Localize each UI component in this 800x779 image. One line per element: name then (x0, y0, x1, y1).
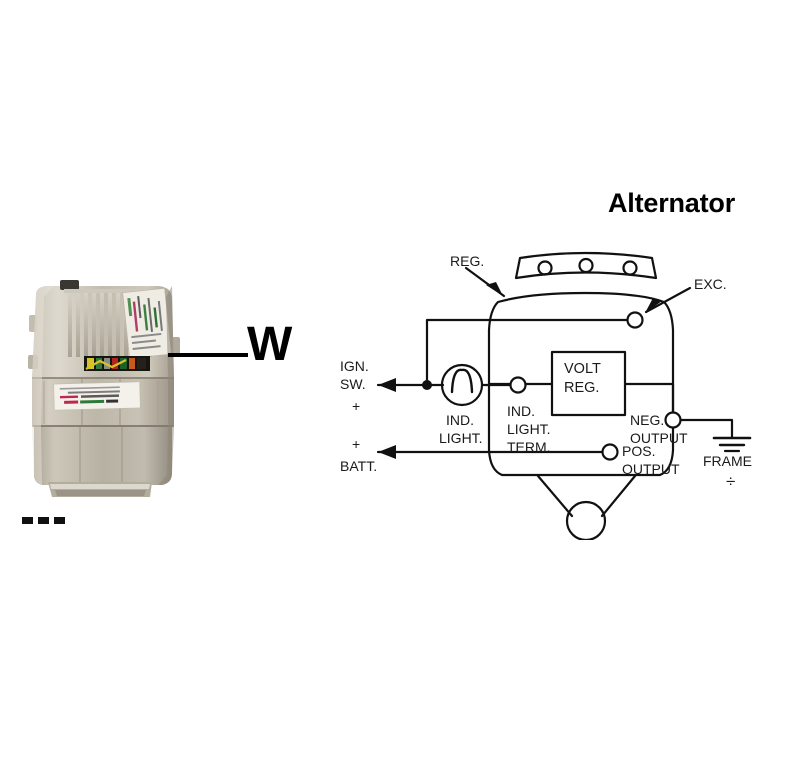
label-frame: FRAME (703, 453, 752, 469)
ind-light-term-terminal (509, 376, 527, 394)
w-callout-leader-line (168, 353, 248, 357)
label-pos-output-line1: POS. (622, 443, 656, 459)
label-pos-output-line2: OUTPUT (622, 461, 680, 477)
alternator-photo-image (28, 280, 180, 497)
label-ign-sw-line2: SW. (340, 376, 366, 392)
label-ind-light-term-line1: IND. (507, 403, 535, 419)
alternator-photo (22, 277, 212, 509)
pulley-bracket-left (536, 474, 574, 518)
exc-arrowhead (645, 298, 662, 313)
batt-arrowhead (378, 445, 396, 459)
top-cap-hole-1 (537, 260, 553, 276)
exc-wire (425, 318, 630, 387)
wiring-schematic-svg (376, 251, 752, 540)
pos-output-terminal (601, 443, 619, 461)
label-batt: BATT. (340, 458, 378, 474)
photo-dash-marks (22, 517, 68, 525)
label-ind-light-line2: LIGHT. (439, 430, 483, 446)
top-cap-hole-3 (622, 260, 638, 276)
alternator-body-outline (487, 291, 675, 477)
ind-light-filament (450, 368, 474, 394)
exc-terminal (626, 311, 644, 329)
label-volt-reg-line2: REG. (564, 380, 600, 396)
page-title: Alternator (608, 188, 736, 218)
label-ign-sw-line1: IGN. (340, 358, 369, 374)
alternator-top-cap (514, 251, 658, 280)
w-callout-label: W (247, 318, 293, 371)
ign-sw-arrowhead (378, 378, 396, 392)
pulley-bracket-right (600, 474, 637, 518)
label-ind-light-term-line3: TERM. (507, 439, 551, 455)
top-cap-hole-2 (578, 257, 594, 274)
ign-sw-junction-dot (422, 380, 432, 390)
label-neg-output-line1: NEG. (630, 412, 665, 428)
alternator-wiring-diagram: REG. EXC. VOLT REG. IGN. SW. + IND. LIGH… (340, 240, 800, 540)
label-ind-light-term-line2: LIGHT. (507, 421, 551, 437)
label-ind-light-line1: IND. (446, 412, 474, 428)
label-ign-sw-plus: + (352, 398, 361, 414)
exc-leader-line (644, 286, 692, 314)
label-neg-output-line2: OUTPUT (630, 430, 688, 446)
dash-mark-2 (38, 517, 49, 524)
pulley-circle (565, 500, 607, 540)
neg-output-terminal (664, 411, 682, 429)
dash-mark-3 (54, 517, 65, 524)
frame-ground-wire (679, 418, 734, 439)
reg-arrowhead (486, 282, 503, 296)
label-batt-plus: + (352, 436, 361, 452)
dash-mark-1 (22, 517, 33, 524)
label-volt-reg-line1: VOLT (564, 361, 601, 377)
volt-reg-box (550, 350, 627, 417)
label-frame-ground-symbol: ÷ (726, 472, 736, 491)
label-exc: EXC. (694, 276, 727, 292)
label-reg: REG. (450, 253, 485, 269)
